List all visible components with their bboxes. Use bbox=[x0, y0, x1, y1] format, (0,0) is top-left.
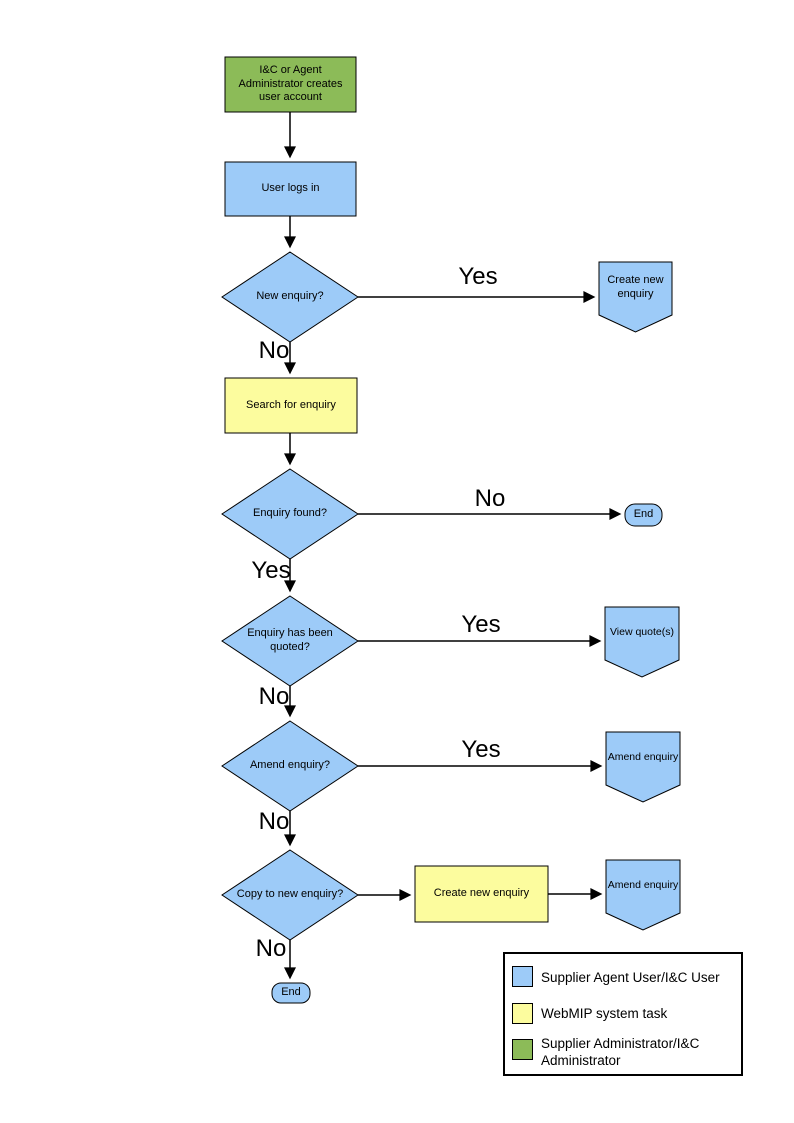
offpage-create-new-enquiry bbox=[598, 261, 673, 333]
decision-enquiry-found-label: Enquiry found? bbox=[253, 507, 327, 520]
legend bbox=[503, 952, 743, 1076]
process-user-logs-in-label: User logs in bbox=[261, 182, 320, 195]
branch-label-new-enquiry-yes: Yes bbox=[458, 263, 498, 290]
branch-label-new-enquiry-no: No bbox=[258, 337, 290, 364]
branch-label-enquiry-quoted-yes: Yes bbox=[461, 611, 501, 638]
decision-copy-to-new-enquiry bbox=[221, 849, 359, 941]
process-user-logs-in bbox=[224, 161, 357, 217]
branch-label-amend-enquiry-no: No bbox=[258, 808, 290, 835]
branch-label-copy-no: No bbox=[255, 935, 287, 962]
decision-enquiry-quoted bbox=[221, 595, 359, 687]
branch-label-enquiry-quoted-no: No bbox=[258, 683, 290, 710]
terminator-end-right bbox=[624, 503, 663, 527]
process-search-for-enquiry-label: Search for enquiry bbox=[246, 398, 336, 411]
branch-label-enquiry-found-yes: Yes bbox=[251, 557, 291, 584]
legend-label-blue: Supplier Agent User/I&C User bbox=[541, 970, 720, 985]
branch-label-amend-enquiry-yes: Yes bbox=[461, 736, 501, 763]
decision-enquiry-found bbox=[221, 468, 359, 560]
offpage-create-new-enquiry-label: Create new enquiry bbox=[607, 274, 664, 300]
legend-label-green: Supplier Administrator/I&C Administrator bbox=[541, 1036, 700, 1068]
process-create-new-enquiry-label: Create new enquiry bbox=[433, 887, 530, 900]
decision-copy-to-new-enquiry-label: Copy to new enquiry? bbox=[236, 888, 344, 901]
decision-new-enquiry bbox=[221, 251, 359, 343]
decision-amend-enquiry bbox=[221, 720, 359, 812]
terminator-end-bottom-label: End bbox=[281, 986, 301, 999]
decision-enquiry-quoted-label: Enquiry has been quoted? bbox=[247, 627, 333, 653]
terminator-end-bottom bbox=[271, 982, 311, 1004]
offpage-view-quotes-label: View quote(s) bbox=[609, 626, 674, 639]
offpage-amend-enquiry-1 bbox=[605, 731, 681, 803]
process-admin-creates-account-label: I&C or Agent Administrator creates user … bbox=[238, 63, 343, 104]
terminator-end-right-label: End bbox=[633, 508, 654, 521]
decision-amend-enquiry-label: Amend enquiry? bbox=[249, 759, 331, 772]
offpage-amend-enquiry-2 bbox=[605, 859, 681, 931]
legend-swatch-blue bbox=[512, 966, 533, 987]
decision-new-enquiry-label: New enquiry? bbox=[256, 290, 324, 303]
legend-swatch-green bbox=[512, 1039, 533, 1060]
offpage-amend-enquiry-2-label: Amend enquiry bbox=[607, 879, 679, 892]
process-search-for-enquiry bbox=[224, 377, 358, 434]
branch-label-enquiry-found-no: No bbox=[474, 485, 506, 512]
process-create-new-enquiry bbox=[414, 865, 549, 923]
legend-label-yellow: WebMIP system task bbox=[541, 1006, 668, 1021]
legend-swatch-yellow bbox=[512, 1003, 533, 1024]
process-admin-creates-account bbox=[224, 56, 357, 113]
offpage-amend-enquiry-1-label: Amend enquiry bbox=[607, 751, 679, 764]
offpage-view-quotes bbox=[604, 606, 680, 678]
